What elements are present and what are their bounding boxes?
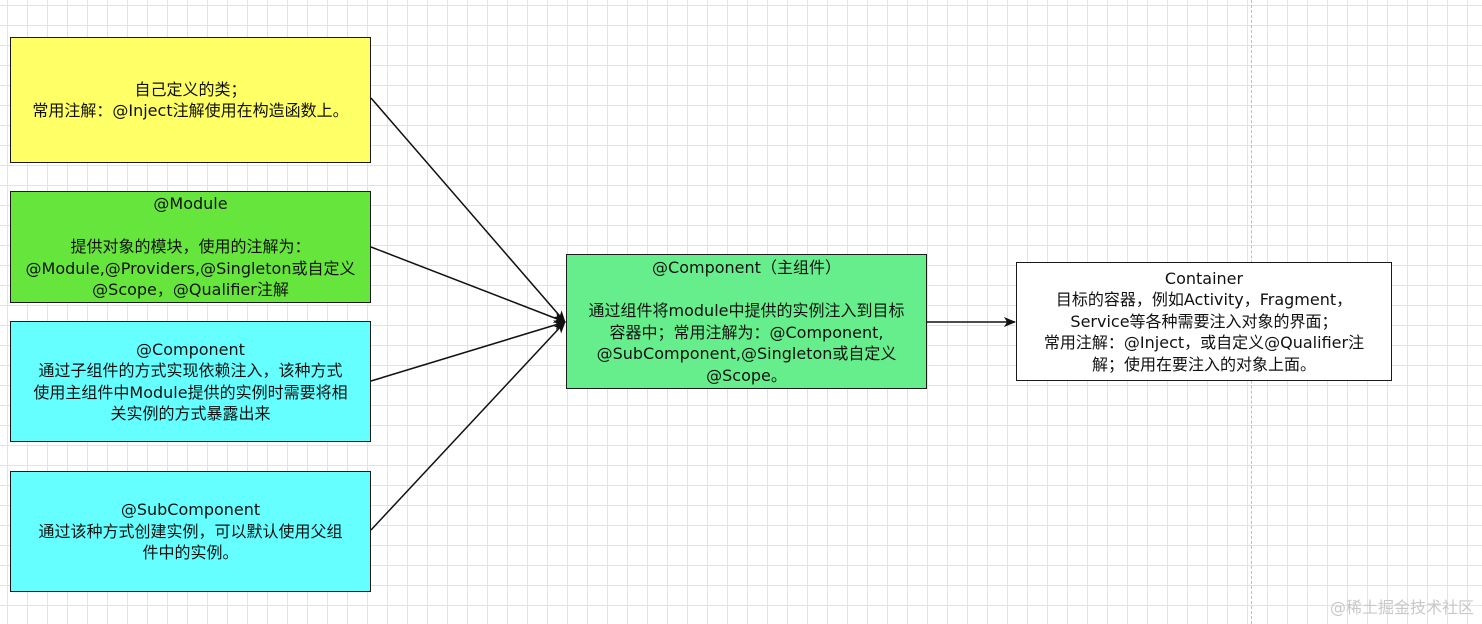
node-own-class-line-2: 常用注解：@Inject注解使用在构造函数上。 — [32, 101, 349, 120]
node-module-line-3: @Scope，@Qualifier注解 — [92, 280, 289, 300]
edge-sub-via-to-main — [370, 320, 566, 382]
node-module-line-1: 提供对象的模块，使用的注解为： — [70, 237, 311, 257]
edge-subcomponent-to-main — [370, 321, 566, 531]
edge-own-class-to-main — [370, 97, 566, 323]
node-sub-via-title: @Component — [136, 339, 245, 359]
node-container-line-2: Service等各种需要注入对象的界面； — [1070, 311, 1338, 331]
node-main-line-1: 通过组件将module中提供的实例注入到目标 — [588, 301, 905, 320]
node-container[interactable]: Container 目标的容器，例如Activity，Fragment， Ser… — [1016, 262, 1392, 381]
node-sub-via-line-1: 通过子组件的方式实现依赖注入，该种方式 — [38, 361, 343, 380]
node-subcomponent[interactable]: @SubComponent 通过该种方式创建实例，可以默认使用父组 件中的实例。 — [10, 471, 371, 592]
node-main-line-4: @Scope。 — [706, 365, 787, 385]
node-container-line-3: 常用注解：@Inject，或自定义@Qualifier注 — [1043, 333, 1365, 353]
node-subcomponent-line-1: 通过该种方式创建实例，可以默认使用父组 — [38, 521, 343, 541]
node-sub-via-component[interactable]: @Component 通过子组件的方式实现依赖注入，该种方式 使用主组件中Mod… — [10, 321, 371, 442]
node-module-title: @Module — [153, 194, 228, 214]
node-own-class-line-1: 自己定义的类； — [134, 79, 247, 99]
node-subcomponent-line-2: 件中的实例。 — [142, 543, 239, 563]
watermark-text: @稀土掘金技术社区 — [1329, 598, 1474, 617]
node-main-line-2: 容器中；常用注解为：@Component, — [609, 322, 884, 342]
node-module[interactable]: @Module 提供对象的模块，使用的注解为： @Module,@Provide… — [10, 191, 371, 303]
node-sub-via-line-3: 关实例的方式暴露出来 — [110, 404, 271, 423]
node-module-line-2: @Module,@Providers,@Singleton或自定义 — [25, 258, 356, 278]
node-subcomponent-title: @SubComponent — [120, 500, 261, 520]
edge-module-to-main — [370, 246, 566, 323]
node-main-title: @Component（主组件） — [652, 258, 841, 277]
node-main-line-3: @SubComponent,@Singleton或自定义 — [596, 344, 897, 363]
node-container-title: Container — [1164, 268, 1244, 288]
node-container-line-4: 解；使用在要注入的对象上面。 — [1091, 354, 1316, 374]
node-container-line-1: 目标的容器，例如Activity，Fragment， — [1055, 290, 1353, 310]
node-sub-via-line-2: 使用主组件中Module提供的实例时需要将相 — [33, 382, 348, 402]
node-own-class[interactable]: 自己定义的类； 常用注解：@Inject注解使用在构造函数上。 — [10, 37, 371, 163]
node-main-component[interactable]: @Component（主组件） 通过组件将module中提供的实例注入到目标 容… — [566, 254, 927, 389]
